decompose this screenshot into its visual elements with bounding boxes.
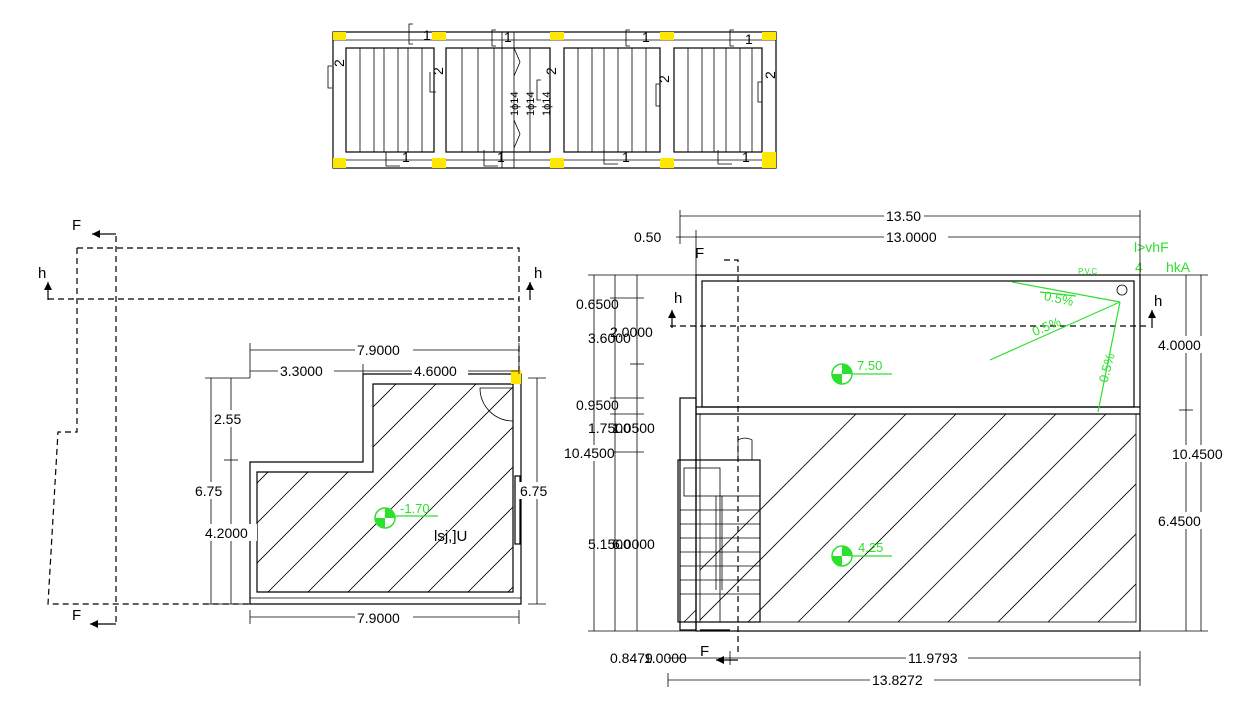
bracket-label: 1 [402, 149, 410, 165]
level-value: 4.25 [858, 540, 883, 555]
rebar-label: 1ϕ14 [525, 91, 537, 116]
section-line-f [724, 259, 739, 655]
rebar-elevation: 1 1 1 1 1 1 1 1 2 2 2 2 2 1ϕ14 1ϕ14 1ϕ14 [327, 23, 778, 169]
section-mark-h: h [1154, 293, 1162, 310]
bracket-label: 1 [745, 31, 753, 47]
dim-label: 6.4500 [1158, 513, 1201, 529]
right-floor-plan: F F h h 0.5% 0.5% 0.5% P.V.C l>vhF 4 hkA [562, 207, 1234, 688]
dim-label: 2.55 [214, 411, 241, 427]
rebar-label: 1ϕ14 [541, 91, 553, 116]
dim-label: 1.7500 [588, 420, 631, 436]
level-marker: 4.25 [831, 540, 892, 567]
marker [333, 32, 346, 40]
bracket-label: 1 [622, 149, 630, 165]
dim-label: 1.0500 [612, 420, 655, 436]
marker [432, 158, 446, 168]
yellow-markers [333, 32, 776, 168]
section-mark-f: F [700, 643, 709, 660]
dim-label: 0.9500 [576, 397, 619, 413]
bracket-label: 1 [497, 149, 505, 165]
dim-label: 13.0000 [886, 229, 937, 245]
dim-label: 6.75 [195, 483, 222, 499]
bracket-label: 2 [762, 71, 778, 79]
bracket-label: 2 [543, 67, 559, 75]
bracket-label: 2 [331, 59, 347, 67]
bracket-label: 1 [642, 29, 650, 45]
panel-2 [445, 32, 551, 168]
marker [550, 158, 564, 168]
left-floor-plan: F F h h [38, 217, 554, 628]
drain-icon [1116, 284, 1128, 296]
dim-label: 10.4500 [564, 445, 615, 461]
dim-label: 11.9793 [908, 650, 958, 666]
slope-label: 0.5% [1096, 351, 1118, 384]
dim-label: 6.0000 [612, 536, 655, 552]
marker [333, 158, 346, 168]
note-label: hkA [1166, 259, 1191, 275]
dim-label: 3.6000 [588, 330, 631, 346]
marker [660, 32, 674, 40]
dim-label: 13.50 [886, 208, 921, 224]
bracket-label: 2 [656, 75, 672, 83]
dim-label: 4.2000 [205, 525, 248, 541]
marker [432, 32, 446, 40]
dim-label: 0.6500 [576, 296, 619, 312]
building-outline [695, 274, 1141, 632]
dim-label: 4.6000 [414, 363, 457, 379]
dim-label: 6.75 [520, 483, 547, 499]
roof-drainage: 0.5% 0.5% 0.5% P.V.C [989, 267, 1128, 413]
level-value: -1.70 [400, 501, 430, 516]
bracket-label: 1 [742, 149, 750, 165]
room-label: lsj,]U [434, 528, 467, 545]
section-mark-h: h [674, 290, 682, 307]
panel-4 [673, 47, 763, 153]
panel-3 [563, 47, 661, 153]
bracket-label: 2 [430, 67, 446, 75]
dim-label: 7.9000 [357, 342, 400, 358]
marker [511, 370, 521, 384]
bracket-label: 1 [504, 29, 512, 45]
dim-label: 13.8272 [872, 672, 923, 688]
bracket-label: 1 [423, 27, 431, 43]
door-swing [479, 387, 514, 422]
dim-label: 0.8479 [610, 650, 653, 666]
window [514, 475, 521, 545]
marker [550, 32, 564, 40]
dim-label: 7.9000 [357, 610, 400, 626]
marker [762, 32, 776, 40]
marker [660, 158, 674, 168]
floor-hatch [700, 414, 1136, 622]
section-mark-f: F [695, 245, 704, 262]
room-inner-wall [256, 383, 514, 593]
dim-label: 10.4500 [1172, 446, 1223, 462]
section-mark-h: h [38, 265, 46, 282]
panel-1 [345, 47, 435, 153]
dim-label: 1.0000 [644, 650, 687, 666]
section-mark-f: F [72, 607, 81, 624]
level-marker: -1.70 [374, 501, 438, 529]
marker [762, 152, 776, 168]
section-mark-h: h [534, 265, 542, 282]
note-label: 4 [1135, 259, 1143, 275]
dim-label: 4.0000 [1158, 337, 1201, 353]
staircase [677, 397, 761, 631]
level-marker: 7.50 [831, 358, 892, 385]
note-label: l>vhF [1134, 239, 1169, 255]
note-label: P.V.C [1078, 267, 1097, 276]
dim-label: 3.3000 [280, 363, 323, 379]
floor-hatch [257, 384, 513, 592]
slope-label: 0.5% [1043, 288, 1076, 309]
dim-label: 0.50 [634, 229, 661, 245]
rebar-label: 1ϕ14 [509, 91, 521, 116]
section-mark-f: F [72, 217, 81, 234]
dim-label: 2.0000 [610, 324, 653, 340]
dim-label: 5.1500 [588, 536, 631, 552]
level-value: 7.50 [857, 358, 882, 373]
